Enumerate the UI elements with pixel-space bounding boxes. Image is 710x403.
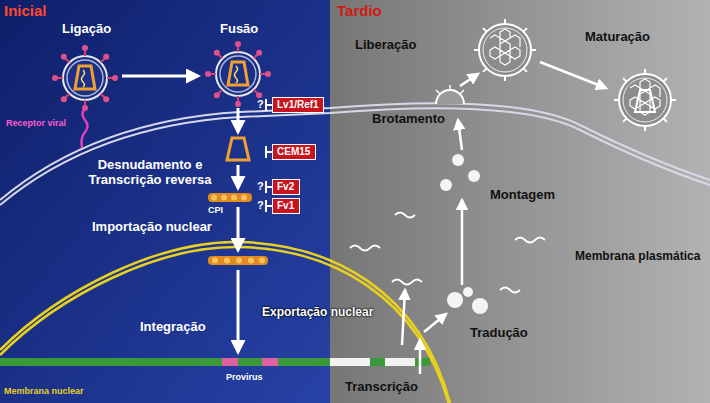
stage-label: Montagem: [490, 188, 555, 203]
question-mark: ?: [257, 98, 264, 111]
ribosome: [447, 292, 463, 308]
step-arrow: [419, 340, 422, 374]
provirus-ltr: [262, 358, 278, 366]
complex-body: [208, 256, 268, 265]
rna-strand: [392, 280, 422, 285]
stage-label: Ligação: [62, 22, 111, 37]
complex-bead: [221, 195, 227, 201]
phase-heading: Inicial: [4, 2, 47, 19]
structure-label: Membrana plasmática: [575, 250, 700, 264]
question-mark: ?: [257, 180, 264, 193]
complex-bead: [211, 195, 217, 201]
step-arrow: [461, 200, 464, 285]
step-arrow: [458, 120, 462, 150]
complex-bead: [248, 258, 254, 264]
structure-label: Membrana nuclear: [4, 386, 84, 396]
gag-protein: [440, 179, 452, 191]
budding-spikes: [436, 85, 464, 94]
step-arrow: [237, 108, 240, 132]
step-arrow: [424, 314, 446, 332]
binding-virus: [52, 45, 118, 111]
rna-strand: [350, 246, 380, 251]
preintegration-complex: [208, 256, 268, 265]
restriction-factor-box: Lv1/Ref1: [272, 97, 324, 113]
complex-bead: [212, 258, 218, 264]
viral-receptor: [81, 108, 87, 148]
rna-strand: [500, 288, 520, 293]
step-arrow: [540, 62, 606, 88]
step-arrow: [460, 74, 478, 86]
assembly-proteins: [440, 154, 480, 191]
rna-strand: [515, 238, 545, 243]
stage-label: Exportação nuclear: [262, 306, 373, 320]
early-phase-ground: [0, 0, 330, 403]
membrane-inner-line: [0, 108, 710, 205]
complex-bead: [259, 258, 265, 264]
nuclear-membrane-outer: [0, 242, 450, 403]
released-virus: [474, 19, 536, 81]
stage-label: Fusão: [220, 22, 258, 37]
uncoated-capsid: [227, 138, 249, 160]
stage-label: Desnudamento e Transcrição reversa: [85, 158, 215, 188]
complex-body: [208, 193, 252, 202]
step-arrow: [402, 290, 405, 345]
factor-name: Lv1/Ref1: [277, 99, 319, 111]
stage-label: Brotamento: [372, 112, 445, 127]
membrane-outer-line: [0, 103, 710, 200]
fusing-virus: [205, 41, 271, 107]
mature-virus: [614, 69, 676, 131]
reverse-transcription-complex: [208, 193, 252, 202]
stage-label: Tradução: [470, 326, 528, 341]
question-mark: ?: [257, 199, 264, 212]
step-arrow: [237, 165, 240, 188]
restriction-factor-box: Fv1: [272, 198, 300, 214]
complex-bead: [236, 258, 242, 264]
step-arrow: [237, 207, 240, 250]
host-chromosome: [0, 358, 430, 366]
nuclear-membrane-inner: [0, 247, 450, 403]
gag-protein: [468, 170, 480, 182]
complex-bead: [224, 258, 230, 264]
structure-label: Receptor viral: [6, 118, 66, 128]
structure-label: CPI: [208, 205, 223, 215]
ribosome: [472, 298, 488, 314]
plasma-membrane: [0, 103, 710, 205]
step-arrow: [122, 75, 198, 78]
mature-capsid-cone: [635, 90, 655, 112]
provirus-segment: [330, 358, 370, 366]
complex-bead: [231, 195, 237, 201]
restriction-factor-box: Fv2: [272, 179, 300, 195]
ribosome: [463, 287, 473, 297]
stage-label: Liberação: [355, 38, 416, 53]
stage-label: Transcrição: [345, 380, 418, 395]
restriction-factor-box: CEM15: [272, 144, 316, 160]
viral-rna-strands: [350, 213, 545, 293]
gag-protein: [452, 154, 464, 166]
budding-particle: [436, 90, 464, 104]
complex-bead: [241, 195, 247, 201]
factor-name: Fv2: [277, 181, 294, 193]
structure-label: Provirus: [226, 372, 263, 382]
stage-label: Importação nuclear: [92, 220, 212, 235]
ribosomes: [447, 287, 488, 314]
late-phase-ground: [330, 0, 710, 403]
stage-label: Integração: [140, 320, 206, 335]
rna-strand: [395, 213, 415, 218]
step-arrow: [237, 270, 240, 352]
provirus-segment: [385, 358, 415, 366]
provirus-ltr: [222, 358, 238, 366]
phase-heading: Tardio: [337, 2, 382, 19]
nuclear-membrane: [0, 242, 450, 403]
stage-label: Maturação: [585, 30, 650, 45]
factor-name: Fv1: [277, 200, 294, 212]
factor-name: CEM15: [277, 146, 310, 158]
